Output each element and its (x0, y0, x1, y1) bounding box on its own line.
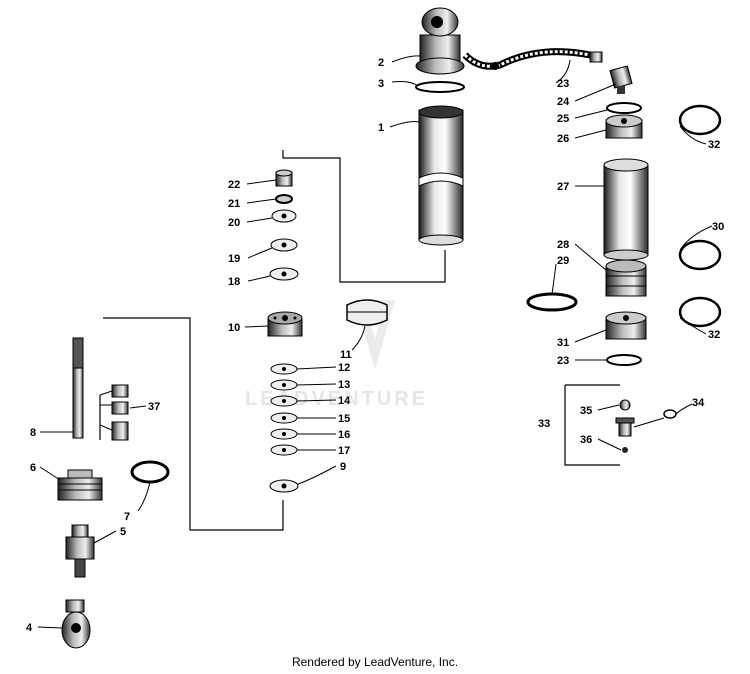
part-15-shim (270, 412, 298, 424)
callout-3: 3 (378, 78, 384, 90)
part-27-reservoir-body (603, 158, 649, 261)
callout-12: 12 (338, 362, 350, 374)
part-5-rod-end (65, 524, 95, 578)
part-23-reservoir-hose (462, 48, 603, 70)
callout-8: 8 (30, 427, 36, 439)
callout-2: 2 (378, 57, 384, 69)
part-23-o-ring-lower (606, 354, 642, 366)
callout-5: 5 (120, 526, 126, 538)
part-10-piston (267, 311, 303, 337)
part-29-piston-ring (526, 292, 578, 312)
callout-10: 10 (228, 322, 240, 334)
part-20-washer (271, 209, 297, 223)
callout-9: 9 (340, 461, 346, 473)
callout-37: 37 (148, 401, 160, 413)
part-37-bushings (111, 384, 129, 441)
part-32-seal-ring-lower (678, 296, 722, 328)
callout-36: 36 (580, 434, 592, 446)
callout-31: 31 (557, 337, 569, 349)
callout-21: 21 (228, 198, 240, 210)
part-22-nut (275, 169, 293, 187)
callout-30: 30 (712, 221, 724, 233)
callout-29: 29 (557, 255, 569, 267)
part-6-seal-head (57, 469, 103, 501)
callout-labels: 2 3 1 22 21 20 19 18 10 11 12 13 14 15 1… (26, 57, 724, 634)
part-19-shim (270, 238, 298, 252)
callout-13: 13 (338, 379, 350, 391)
part-25-o-ring (606, 102, 642, 114)
part-21-washer (275, 194, 293, 204)
footer-credit: Rendered by LeadVenture, Inc. (291, 655, 459, 669)
callout-19: 19 (228, 253, 240, 265)
callout-34: 34 (692, 397, 705, 409)
callout-1: 1 (378, 122, 384, 134)
part-13-shim (270, 379, 298, 391)
callout-32-lower: 32 (708, 329, 720, 341)
callout-24: 24 (557, 96, 570, 108)
part-30-seal-ring (678, 239, 722, 271)
callout-7: 7 (124, 511, 130, 523)
callout-26: 26 (557, 133, 569, 145)
callout-18: 18 (228, 276, 240, 288)
callout-22: 22 (228, 179, 240, 191)
callout-11: 11 (340, 349, 352, 361)
part-14-shim (270, 395, 298, 407)
part-16-shim (270, 428, 298, 440)
callout-23-upper: 23 (557, 78, 569, 90)
assembly-lines (99, 150, 620, 531)
part-9-washer (269, 479, 299, 493)
callout-15: 15 (338, 413, 350, 425)
part-8-piston-rod (72, 337, 84, 439)
part-2-upper-eye (415, 7, 465, 75)
part-12-shim (270, 363, 298, 375)
part-1-shock-body (418, 105, 464, 246)
callout-6: 6 (30, 462, 36, 474)
callout-35: 35 (580, 405, 592, 417)
callout-32-upper: 32 (708, 139, 720, 151)
leader-lines (37, 55, 713, 629)
part-28-floating-piston (605, 259, 647, 297)
callout-33: 33 (538, 418, 550, 430)
part-3-o-ring (415, 81, 465, 93)
callout-16: 16 (338, 429, 350, 441)
part-4-lower-eye (61, 599, 91, 649)
callout-25: 25 (557, 113, 569, 125)
part-31-end-cap (605, 311, 647, 340)
part-32-seal-ring-upper (678, 104, 722, 136)
part-36-valve-core (622, 447, 628, 453)
part-26-reservoir-cap (605, 114, 643, 139)
part-11-piston-band (346, 299, 388, 326)
callout-14: 14 (338, 395, 351, 407)
part-34-o-ring (663, 409, 677, 419)
callout-27: 27 (557, 181, 569, 193)
part-35-ball (619, 399, 631, 411)
callout-20: 20 (228, 217, 240, 229)
callout-28: 28 (557, 239, 569, 251)
part-7-seal-ring (130, 460, 170, 484)
part-18-shim (269, 267, 299, 281)
part-17-shim (270, 444, 298, 456)
part-33-valve-body (615, 417, 635, 437)
callout-17: 17 (338, 445, 350, 457)
part-24-fitting (609, 65, 633, 94)
callout-23-lower: 23 (557, 355, 569, 367)
callout-4: 4 (26, 622, 33, 634)
